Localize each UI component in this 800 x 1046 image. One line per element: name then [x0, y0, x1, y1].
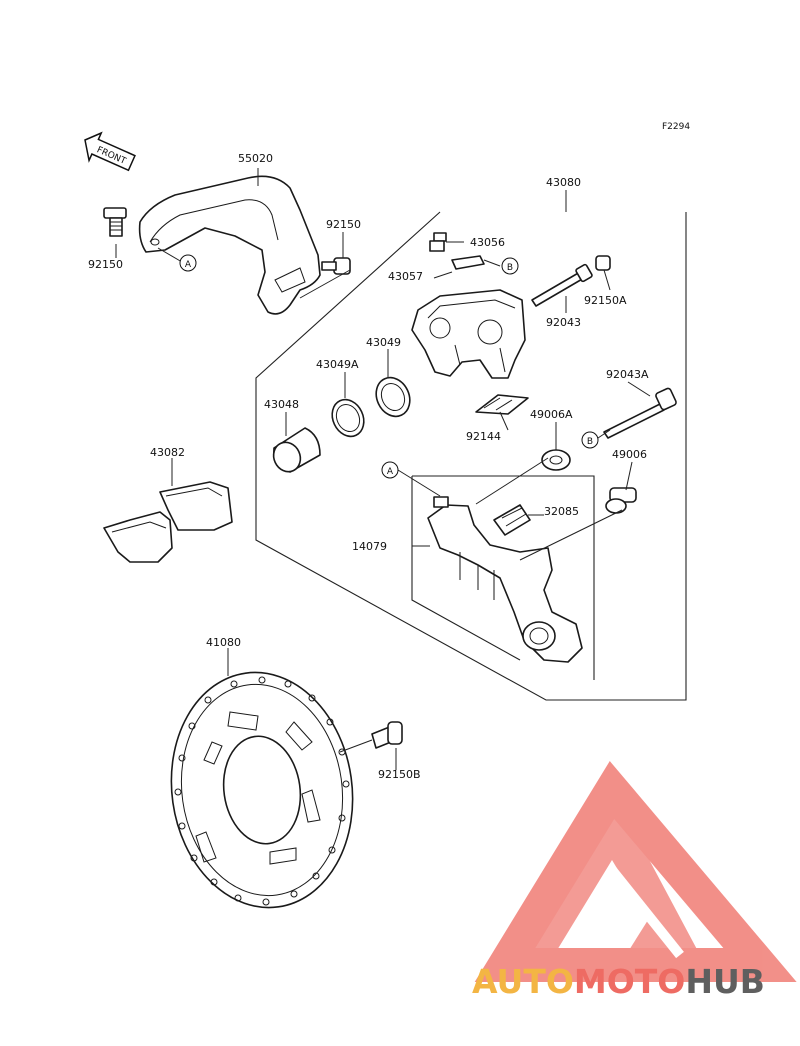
part-label-43082: 43082 [150, 446, 185, 459]
part-label-32085: 32085 [544, 505, 579, 518]
brake-pads-43082 [103, 481, 233, 563]
part-label-49006A: 49006A [530, 408, 573, 421]
front-arrow-icon: FRONT [84, 131, 136, 172]
piston-43048 [272, 427, 321, 473]
bolt-92150-left [103, 207, 127, 237]
watermark-part-hub: HUB [685, 962, 765, 1001]
watermark-logo [474, 761, 797, 982]
part-label-14079: 14079 [352, 540, 387, 553]
disc-vent-holes [174, 676, 350, 906]
part-label-92043: 92043 [546, 316, 581, 329]
bleed-valve-43056 [429, 232, 447, 252]
part-label-41080: 41080 [206, 636, 241, 649]
watermark-part-moto: MOTO [574, 962, 685, 1001]
part-label-92150B: 92150B [378, 768, 421, 781]
part-label-92150-left: 92150 [88, 258, 123, 271]
figure-code: F2294 [662, 122, 690, 132]
pin-92043A [603, 387, 677, 439]
boot-49006 [605, 487, 637, 514]
caliper-holder-14079 [427, 496, 583, 663]
part-label-43049: 43049 [366, 336, 401, 349]
part-label-92144: 92144 [466, 430, 501, 443]
assembly-box-43080 [255, 211, 687, 701]
part-label-49006: 49006 [612, 448, 647, 461]
callout-a-holder: A [381, 461, 399, 479]
shim-92144 [475, 394, 529, 415]
cap-43057 [451, 255, 485, 270]
callout-a-bracket: A [179, 254, 197, 272]
part-label-55020: 55020 [238, 152, 273, 165]
seal-43049A [331, 398, 365, 438]
leader-lines [115, 168, 651, 770]
part-label-92043A: 92043A [606, 368, 649, 381]
brake-disc-41080 [170, 671, 354, 909]
bolt-92150-right [321, 257, 351, 275]
svg-text:A: A [387, 467, 394, 477]
callout-b-pin: B [581, 431, 599, 449]
disc-bolt-92150B [371, 721, 403, 749]
svg-text:B: B [507, 263, 513, 273]
part-label-43049A: 43049A [316, 358, 359, 371]
part-label-92150A: 92150A [584, 294, 627, 307]
svg-text:A: A [185, 260, 192, 270]
part-label-43080: 43080 [546, 176, 581, 189]
part-label-43048: 43048 [264, 398, 299, 411]
caliper-bracket-55020 [138, 175, 321, 315]
boot-49006A [541, 449, 571, 471]
part-label-43057: 43057 [388, 270, 423, 283]
pin-92043 [531, 263, 593, 307]
callout-b-caliper: B [501, 257, 519, 275]
svg-text:B: B [587, 437, 593, 447]
cap-92150A [595, 255, 611, 271]
part-label-92150-right: 92150 [326, 218, 361, 231]
watermark-text: AUTOMOTOHUB [472, 962, 765, 1001]
spring-32085 [493, 504, 531, 536]
seal-43049 [375, 376, 411, 418]
caliper-body-43080 [411, 289, 526, 379]
assembly-box-14079 [411, 475, 595, 680]
part-label-43056: 43056 [470, 236, 505, 249]
watermark-part-auto: AUTO [472, 962, 574, 1001]
